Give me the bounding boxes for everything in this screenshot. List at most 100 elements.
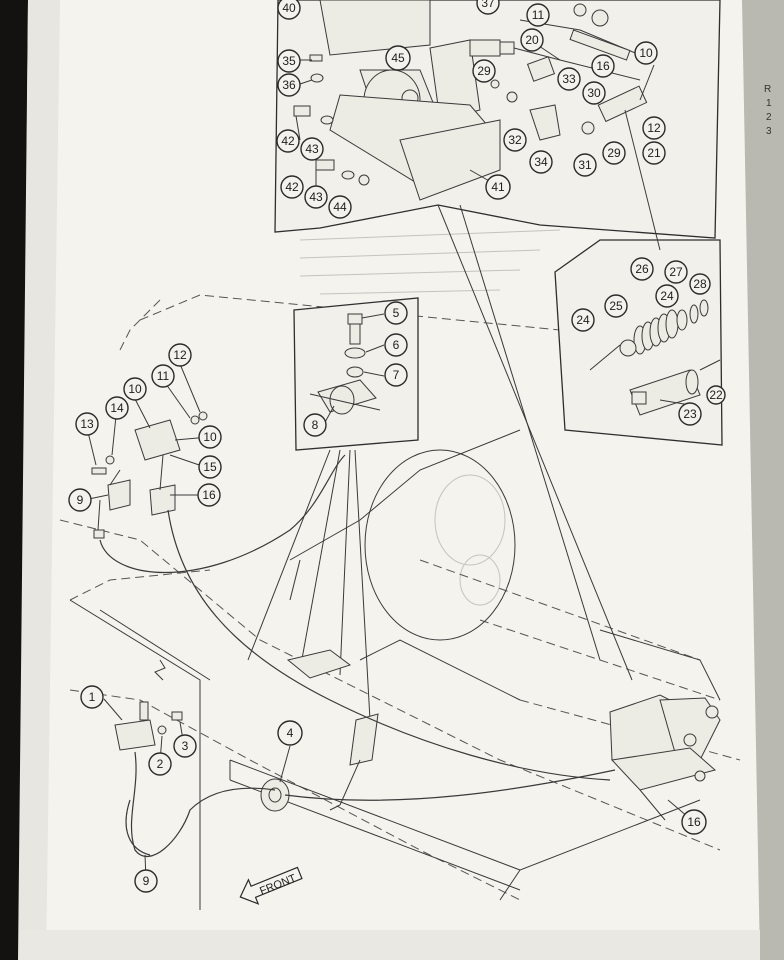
callout-36: 36 (277, 73, 301, 97)
callout-10: 10 (634, 41, 658, 65)
callout-11: 11 (526, 3, 550, 27)
svg-text:5: 5 (393, 306, 400, 320)
callout-15: 15 (198, 455, 222, 479)
svg-text:12: 12 (173, 348, 187, 362)
svg-text:3: 3 (182, 739, 189, 753)
margin-text-4: 3 (766, 126, 772, 137)
svg-text:11: 11 (157, 369, 170, 383)
callout-1: 1 (80, 685, 104, 709)
callout-11: 11 (151, 364, 175, 388)
page-sheet (20, 0, 760, 960)
callout-4: 4 (277, 720, 303, 746)
svg-text:45: 45 (391, 51, 405, 65)
callout-8: 8 (303, 413, 327, 437)
callout-34: 34 (529, 150, 553, 174)
page-edge-left (18, 0, 60, 960)
svg-text:21: 21 (647, 146, 661, 160)
svg-text:8: 8 (312, 418, 319, 432)
svg-text:7: 7 (393, 368, 400, 382)
svg-text:10: 10 (639, 46, 653, 60)
margin-text-1: R (764, 84, 771, 95)
callout-43: 43 (304, 185, 328, 209)
callout-16: 16 (591, 54, 615, 78)
motor-assembly (293, 0, 648, 201)
callout-14: 14 (105, 396, 129, 420)
svg-text:29: 29 (477, 64, 491, 78)
detail-box-spring-leader (624, 109, 661, 251)
svg-text:30: 30 (587, 86, 601, 100)
callout-7: 7 (384, 363, 408, 387)
detail-box-motor-leader-2 (459, 204, 601, 661)
callout-30: 30 (582, 81, 606, 105)
svg-text:12: 12 (647, 121, 661, 135)
callout-25: 25 (604, 294, 628, 318)
svg-text:9: 9 (77, 493, 84, 507)
callout-10: 10 (123, 377, 147, 401)
callout-26: 26 (630, 257, 654, 281)
callout-2: 2 (148, 752, 172, 776)
svg-text:31: 31 (578, 158, 592, 172)
svg-text:41: 41 (491, 180, 505, 194)
spring-assembly (619, 299, 721, 416)
callout-42: 42 (280, 175, 304, 199)
callout-32: 32 (503, 128, 527, 152)
callout-44: 44 (328, 195, 352, 219)
callout-20: 20 (520, 28, 544, 52)
svg-text:34: 34 (534, 155, 548, 169)
callout-10: 10 (198, 425, 222, 449)
callout-16: 16 (197, 483, 221, 507)
lower-left-lever (114, 659, 183, 751)
front-arrow (239, 866, 303, 905)
callout-29: 29 (602, 141, 626, 165)
svg-text:1: 1 (89, 690, 96, 704)
callout-12: 12 (642, 116, 666, 140)
clamp-assembly (309, 313, 381, 415)
callout-6: 6 (384, 333, 408, 357)
svg-text:40: 40 (282, 1, 296, 15)
callout-40: 40 (277, 0, 301, 20)
svg-text:15: 15 (203, 460, 217, 474)
svg-text:10: 10 (128, 382, 142, 396)
svg-text:23: 23 (683, 407, 697, 421)
callout-28: 28 (689, 273, 711, 295)
svg-text:27: 27 (669, 265, 683, 279)
frame-outlines (59, 294, 741, 910)
svg-text:35: 35 (282, 54, 296, 68)
svg-text:28: 28 (693, 277, 707, 291)
svg-text:16: 16 (596, 59, 610, 73)
svg-text:22: 22 (709, 388, 723, 402)
margin-text: R 1 2 3 (764, 84, 772, 137)
callout-24: 24 (655, 284, 679, 308)
svg-text:33: 33 (562, 72, 576, 86)
callout-21: 21 (642, 141, 666, 165)
actuator-assembly (609, 694, 721, 821)
cables (99, 454, 616, 857)
svg-text:42: 42 (285, 180, 299, 194)
svg-text:16: 16 (687, 815, 701, 829)
callout-29: 29 (472, 59, 496, 83)
margin-text-3: 2 (766, 112, 772, 123)
page-edge-bottom (20, 930, 760, 960)
svg-text:25: 25 (609, 299, 623, 313)
svg-text:11: 11 (532, 8, 545, 22)
svg-text:42: 42 (281, 134, 295, 148)
callout-12: 12 (168, 343, 192, 367)
clamp-leaders (247, 449, 371, 721)
callout-24: 24 (571, 308, 595, 332)
svg-text:32: 32 (508, 133, 522, 147)
callout-33: 33 (557, 67, 581, 91)
callout-13: 13 (75, 412, 99, 436)
callout-23: 23 (678, 402, 702, 426)
left-bracket-assembly (91, 411, 208, 539)
callout-5: 5 (384, 301, 408, 325)
detail-box-motor-leader (437, 204, 633, 681)
svg-text:4: 4 (287, 726, 294, 740)
svg-text:14: 14 (110, 401, 124, 415)
callout-27: 27 (664, 260, 688, 284)
callout-37: 37 (476, 0, 500, 15)
callout-9: 9 (68, 488, 92, 512)
callout-43: 43 (300, 137, 324, 161)
svg-text:43: 43 (309, 190, 323, 204)
